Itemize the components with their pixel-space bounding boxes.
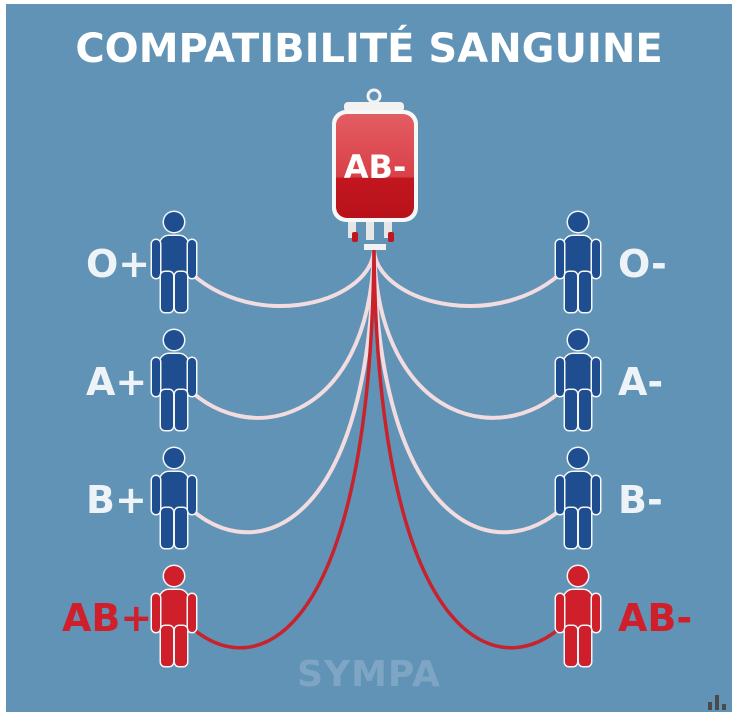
- person-icon-right-2: [554, 446, 602, 550]
- compatibility-diagram: AB-: [150, 88, 602, 668]
- recipients: [150, 210, 602, 668]
- line-left-1: [178, 248, 376, 420]
- line-left-0: [178, 248, 376, 308]
- watermark: SYMPA: [297, 654, 441, 695]
- person-icon-left-1: [150, 328, 198, 432]
- line-right-3: [372, 248, 574, 650]
- blood-bag-icon: AB-: [332, 88, 418, 250]
- line-right-2: [372, 248, 574, 535]
- line-left-3: [178, 248, 376, 650]
- person-icon-left-0: [150, 210, 198, 314]
- right-label-2: B-: [618, 478, 663, 522]
- bag-blood-type: AB-: [344, 148, 406, 186]
- person-icon-left-2: [150, 446, 198, 550]
- line-right-0: [372, 248, 574, 308]
- line-left-2: [178, 248, 376, 535]
- infographic: COMPATIBILITÉ SANGUINE AB-: [6, 4, 732, 712]
- page-title: COMPATIBILITÉ SANGUINE: [75, 26, 663, 72]
- right-label-3: AB-: [618, 596, 693, 640]
- left-label-1: A+: [86, 360, 148, 404]
- bar-mark-icon: [708, 695, 726, 710]
- person-icon-right-1: [554, 328, 602, 432]
- right-label-0: O-: [618, 242, 667, 286]
- left-label-0: O+: [86, 242, 151, 286]
- person-icon-right-3: [554, 564, 602, 668]
- person-icon-right-0: [554, 210, 602, 314]
- line-right-1: [372, 248, 574, 420]
- right-label-1: A-: [618, 360, 664, 404]
- connection-lines: [178, 248, 574, 650]
- left-label-2: B+: [86, 478, 147, 522]
- person-icon-left-3: [150, 564, 198, 668]
- left-label-3: AB+: [62, 596, 153, 640]
